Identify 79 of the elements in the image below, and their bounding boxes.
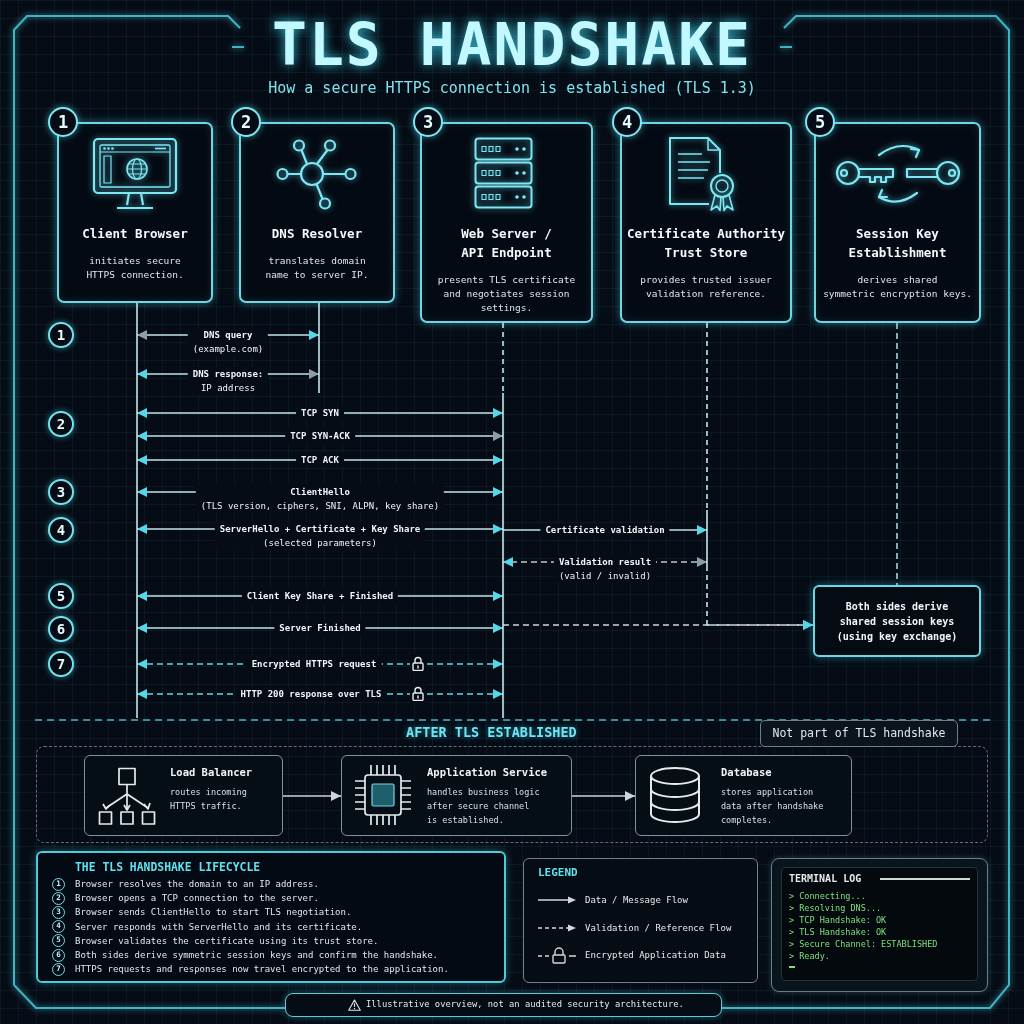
arrow — [282, 791, 342, 801]
log-line: > Resolving DNS... — [789, 902, 882, 914]
note-box — [813, 585, 981, 657]
edge-label: Client Key Share + Finished — [241, 589, 399, 603]
step-number: 5 — [805, 107, 835, 137]
group-heading: AFTER TLS ESTABLISHED — [406, 724, 577, 740]
arrow — [136, 408, 504, 418]
edge-label: Validation result (valid / invalid) — [553, 555, 657, 583]
participant-description: provides trusted issuer validation reference. — [640, 273, 772, 301]
list-item: Browser sends ClientHello to start TLS negotiation. — [75, 906, 352, 920]
list-item: Both sides derive symmetric session keys and confirm the handshake. — [75, 949, 439, 962]
edge-label: ServerHello + Certificate + Key Share (selected parameters) — [214, 522, 426, 550]
diagram-title: TLS HANDSHAKE — [272, 15, 752, 75]
step-number: 2 — [231, 107, 261, 137]
step-number: 1 — [48, 107, 78, 137]
edge-label: DNS query (example.com) — [187, 328, 269, 356]
participant-title: Certificate Authority Trust Store — [626, 225, 785, 262]
service-description: stores application data after handshake completes. — [721, 786, 824, 827]
disclaimer-bar — [285, 993, 722, 1017]
disclaimer-text: Illustrative overview, not an audited security architecture. — [366, 998, 684, 1011]
edge-label: TCP SYN — [296, 406, 344, 420]
service-card — [635, 755, 852, 836]
edge-label: Certificate validation — [540, 523, 670, 537]
step-number: 5 — [48, 583, 74, 609]
legend-label: Validation / Reference Flow — [585, 921, 732, 935]
terminal-heading: TERMINAL LOG — [789, 872, 862, 886]
legend-panel — [523, 858, 758, 983]
dashed-connector — [896, 322, 898, 586]
list-item: HTTPS requests and responses now travel encrypted to the application. — [75, 963, 449, 977]
log-line: > Connecting... — [789, 890, 866, 902]
participant-title: Client Browser — [82, 225, 188, 243]
info-panel — [36, 851, 506, 983]
dashed-arrow — [706, 620, 814, 630]
participant-description: derives shared symmetric encryption keys. — [823, 273, 972, 301]
arrow — [571, 791, 636, 801]
step-number: 1 — [48, 322, 74, 348]
participant-description: presents TLS certificate and negotiates session settings. — [437, 273, 576, 315]
note-tag: Not part of TLS handshake — [760, 720, 958, 747]
step-number: 4 — [612, 107, 642, 137]
service-description: handles business logic after secure channel is established. — [427, 786, 540, 827]
arrow — [136, 455, 504, 465]
service-card — [341, 755, 572, 836]
participant-title: Web Server / API Endpoint — [461, 225, 552, 262]
log-line: > Secure Channel: ESTABLISHED — [789, 938, 938, 950]
legend-heading: LEGEND — [538, 865, 578, 881]
participant-title: Session Key Establishment — [848, 225, 947, 262]
service-title: Application Service — [427, 765, 548, 780]
list-item: Browser validates the certificate using its trust store. — [75, 934, 379, 948]
service-card — [84, 755, 283, 836]
step-number: 3 — [413, 107, 443, 137]
panel-heading: THE TLS HANDSHAKE LIFECYCLE — [75, 859, 261, 875]
edge-label: TCP SYN-ACK — [285, 429, 355, 443]
participant-description: initiates secure HTTPS connection. — [86, 254, 184, 282]
participant-title: DNS Resolver — [271, 225, 363, 243]
terminal-window — [771, 858, 988, 992]
service-title: Database — [721, 765, 772, 780]
edge-label: Encrypted HTTPS request — [246, 657, 382, 671]
step-number: 6 — [48, 616, 74, 642]
subtitle: How a secure HTTPS connection is established (TLS 1.3) — [268, 80, 756, 97]
note-text: Both sides derive shared session keys (using key exchange) — [836, 599, 958, 644]
edge-label: TCP ACK — [296, 453, 344, 467]
step-number: 2 — [48, 411, 74, 437]
service-title: Load Balancer — [170, 765, 253, 780]
edge-label: Server Finished — [274, 621, 366, 635]
step-number: 3 — [48, 479, 74, 505]
legend-label: Encrypted Application Data — [585, 949, 726, 962]
log-line: > TCP Handshake: OK — [789, 914, 887, 926]
edge-label: DNS response: IP address — [187, 367, 269, 395]
edge-label: ClientHello (TLS version, ciphers, SNI, ALPN, key share) — [195, 485, 445, 513]
list-item: Server responds with ServerHello and its certificate. — [75, 920, 363, 934]
service-description: routes incoming HTTPS traffic. — [170, 786, 247, 813]
list-item: Browser opens a TCP connection to the server. — [75, 892, 319, 906]
legend-label: Data / Message Flow — [585, 894, 688, 907]
participant-description: translates domain name to server IP. — [265, 254, 369, 282]
list-item: Browser resolves the domain to an IP address. — [75, 878, 319, 891]
step-number: 4 — [48, 517, 74, 543]
log-line: > TLS Handshake: OK — [789, 926, 887, 938]
step-number: 7 — [48, 651, 74, 677]
log-line: > Ready. — [789, 950, 830, 962]
